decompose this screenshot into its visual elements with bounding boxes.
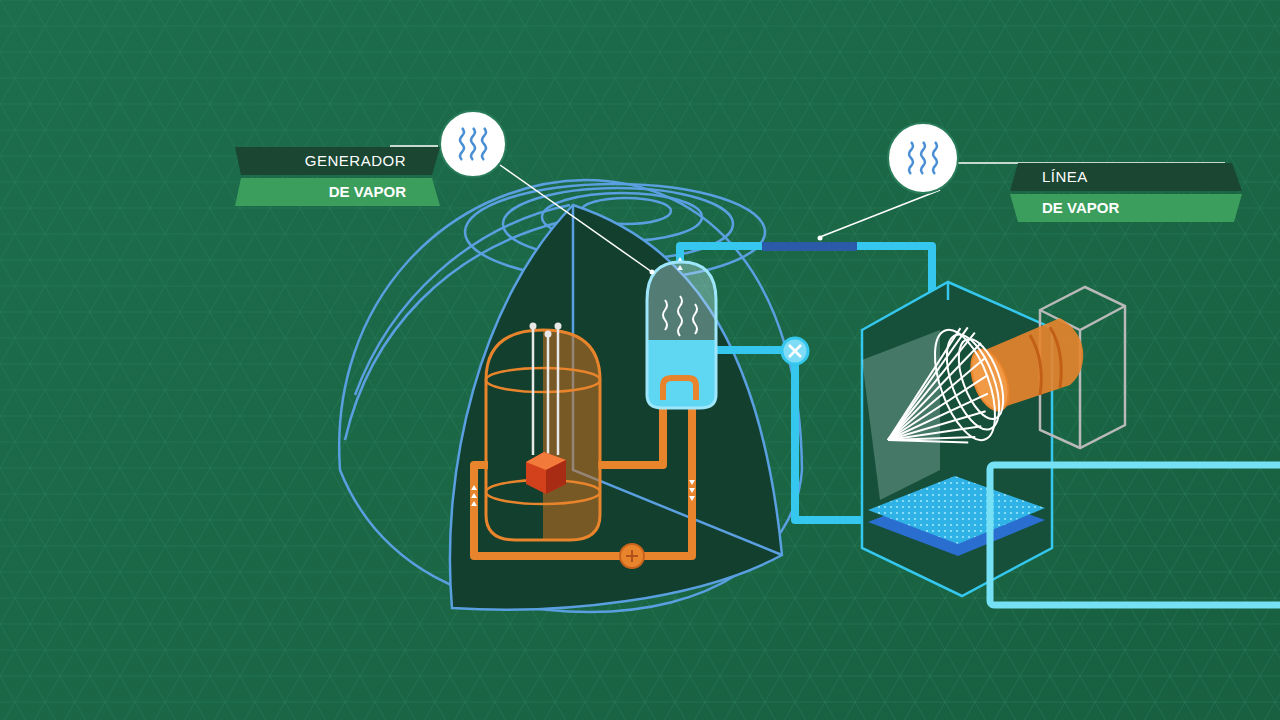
leader-line [500, 165, 652, 272]
valve [782, 338, 808, 364]
fan-blade [888, 333, 975, 440]
cooling-loop [990, 465, 1280, 605]
leader-dot [818, 236, 823, 241]
steam-generator [647, 262, 716, 408]
tag-text: GENERADOR [235, 147, 440, 175]
steam-icon [888, 123, 958, 193]
valve-mark [789, 345, 801, 357]
steam-icon [440, 111, 506, 177]
light-panel [862, 330, 940, 500]
fan-blade [888, 440, 968, 442]
cutaway [450, 205, 782, 610]
tag-text: LÍNEA [1010, 163, 1242, 191]
generator-rotor [964, 318, 1083, 416]
tag-text: DE VAPOR [1010, 194, 1242, 222]
pump-mark [626, 550, 638, 562]
leader-line [820, 190, 940, 237]
tag-line [390, 145, 438, 147]
fan-blade [888, 394, 988, 440]
fan-blade [888, 375, 988, 440]
leader-dot [650, 270, 655, 275]
tag-text: DE VAPOR [235, 178, 440, 206]
reactor-vessel [486, 323, 600, 541]
condenser [868, 476, 1045, 556]
turbine-housing [862, 282, 1052, 596]
fan-ring [936, 328, 1010, 436]
fan-ring [950, 333, 1013, 424]
steam-line-marker [762, 242, 857, 251]
label-tag: GENERADOR DE VAPOR [235, 147, 440, 206]
pump [620, 544, 644, 568]
turbine-fan [888, 322, 1012, 447]
label-tag: LÍNEA DE VAPOR [1010, 163, 1242, 222]
